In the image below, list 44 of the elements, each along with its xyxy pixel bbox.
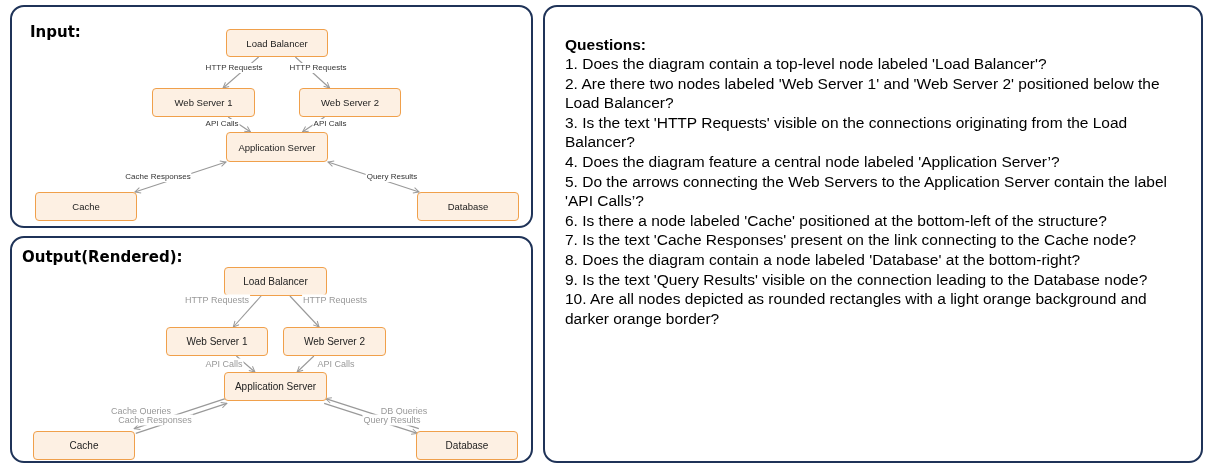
edge-label: HTTP Requests [288, 63, 348, 73]
arrow [232, 295, 262, 328]
questions-heading: Questions: [565, 35, 646, 54]
process-box: Web Server 1 [152, 88, 255, 117]
arrow [235, 355, 256, 373]
edge-label: API Calls [204, 119, 240, 129]
process-box: Web Server 2 [299, 88, 401, 117]
edge-label: Cache Responses [117, 414, 193, 426]
question-text: 10. Are all nodes depicted as rounded rectangles with a light orange background and darker orange border? [565, 289, 1148, 329]
edge-label: API Calls [204, 358, 244, 370]
question-text: 4. Does the diagram feature a central node labeled 'Application Server’? [565, 151, 1061, 172]
process-box: Web Server 2 [283, 327, 386, 356]
question-panel [543, 5, 1203, 463]
edge-label: Cache Responses [124, 172, 192, 182]
process-box: Application Server [226, 132, 328, 162]
process-box: Application Server [224, 372, 327, 401]
question-text: 3. Is the text 'HTTP Requests' visible on the connections originating from the Load Balancer? [565, 112, 1129, 152]
panel-heading: Input: [30, 23, 81, 41]
process-box: Database [417, 192, 519, 221]
edge-label: HTTP Requests [204, 63, 264, 73]
process-box: Cache [33, 431, 135, 460]
question-text: 7. Is the text 'Cache Responses' present on the link connecting to the Cache node? [565, 230, 1138, 250]
question-text: 9. Is the text 'Query Results' visible on the connection leading to the Database node? [565, 269, 1149, 290]
edge-label: HTTP Requests [302, 294, 368, 306]
process-box: Load Balancer [226, 29, 328, 57]
panel [10, 5, 533, 228]
arrow [296, 355, 315, 373]
edge-label: Query Results [365, 172, 419, 182]
question-text: 5. Do the arrows connecting the Web Servers to the Application Server contain the label 'API Calls’? [565, 171, 1168, 211]
process-box: Load Balancer [224, 267, 327, 296]
question-text: 1. Does the diagram contain a top-level node labeled 'Load Balancer'? [565, 54, 1048, 74]
process-box: Database [416, 431, 518, 460]
edge-label: HTTP Requests [184, 294, 250, 306]
panel [10, 236, 533, 463]
edge-label: Query Results [362, 414, 422, 426]
question-text: 6. Is there a node labeled 'Cache' positioned at the bottom-left of the structure? [565, 210, 1108, 231]
edge-label: API Calls [316, 358, 356, 370]
question-text: 2. Are there two nodes labeled 'Web Server 1' and 'Web Server 2' positioned below the Load Balancer? [565, 73, 1161, 113]
process-box: Web Server 1 [166, 327, 268, 356]
edge-label: API Calls [312, 119, 348, 129]
panel-heading: Output(Rendered): [22, 248, 183, 266]
arrow [289, 295, 320, 328]
question-text: 8. Does the diagram contain a node labeled 'Database' at the bottom-right? [565, 249, 1082, 270]
process-box: Cache [35, 192, 137, 221]
